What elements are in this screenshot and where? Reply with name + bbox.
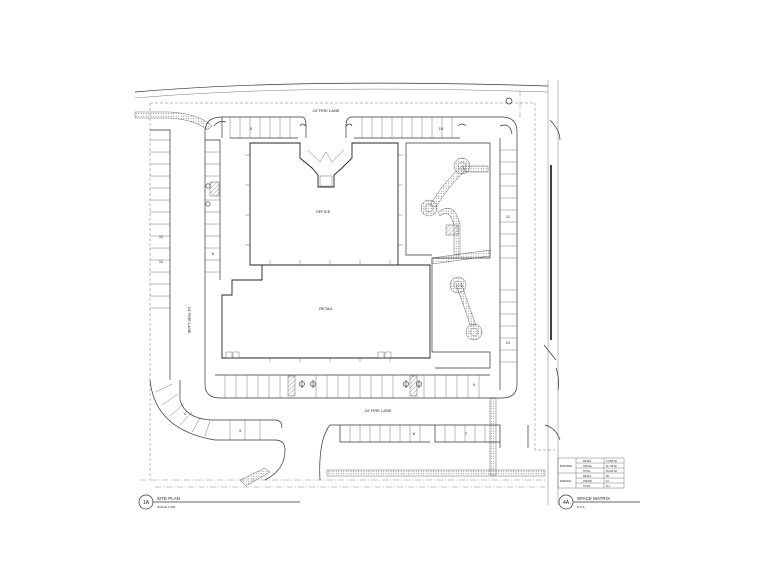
matrix-row-name: RETAIL xyxy=(583,475,592,478)
stalls-top xyxy=(229,117,453,138)
stall-count-right-lower: 10 xyxy=(506,340,511,345)
stall-count-left-upper: 6 xyxy=(212,251,215,256)
fire-lane-label-bottom: 24' FIRE LANE xyxy=(365,408,392,413)
matrix-row-value: 13,456 SF xyxy=(606,460,618,463)
stall-count-left-lot-b: 11 xyxy=(159,259,164,264)
matrix-row-name: OFFICE xyxy=(583,480,592,483)
stall-count-bottom-c: 7 xyxy=(465,431,468,436)
stall-count-bottom-b: 6 xyxy=(413,431,416,436)
space-matrix-number: 4A xyxy=(563,500,570,506)
stalls-left xyxy=(150,129,221,380)
site-plan-scale: SCALE 1:200 xyxy=(157,505,176,509)
fire-lane-label-left: 24' FIRE LANE xyxy=(187,307,192,334)
stalls-bottom xyxy=(155,374,490,442)
site-plan-number: 1A xyxy=(143,500,150,506)
accessible-parking-icon xyxy=(205,183,422,388)
stall-count-curve-left: 4 xyxy=(184,411,187,416)
courtyard-plaza xyxy=(405,142,491,369)
site-plan-title: SITE PLAN xyxy=(157,496,180,501)
parking-lot-outline xyxy=(149,116,529,481)
matrix-row-name: TOTAL xyxy=(583,470,591,473)
stall-count-left-lot-a: 11 xyxy=(159,234,164,239)
matrix-row-value: 68 xyxy=(606,475,609,478)
matrix-building-label: BUILDING xyxy=(560,464,572,468)
matrix-row-value: 25,234 SF xyxy=(606,470,618,473)
retail-building xyxy=(221,260,431,362)
space-matrix-scale: N.T.S. xyxy=(577,505,585,509)
retail-label: RETAIL xyxy=(319,306,333,311)
stalls-right xyxy=(499,138,517,390)
office-building xyxy=(245,142,403,266)
left-walkway xyxy=(134,111,213,131)
matrix-row-name: OFFICE xyxy=(583,465,592,468)
site-plan-title-block: 1A SITE PLAN SCALE 1:200 xyxy=(138,494,300,510)
office-label: OFFICE xyxy=(316,209,331,214)
matrix-row-value: 112 xyxy=(606,485,610,488)
stall-count-top-left: 5 xyxy=(250,126,253,131)
stall-count-bottom-a: 3 xyxy=(239,428,242,433)
stall-count-right-upper: 11 xyxy=(506,214,511,219)
stall-count-top-right: 15 xyxy=(439,126,444,131)
matrix-parking-label: PARKING xyxy=(560,479,571,483)
space-matrix-table: BUILDING PARKING RETAIL 13,456 SF OFFICE… xyxy=(557,457,625,489)
stall-count-bottom-right: 9 xyxy=(473,382,476,387)
front-walkways xyxy=(239,397,546,487)
matrix-row-name: RETAIL xyxy=(583,460,592,463)
street-curve xyxy=(134,82,549,105)
fire-lane-label-top: 24' FIRE LANE xyxy=(313,108,340,113)
matrix-row-name: TOTAL xyxy=(583,485,591,488)
property-line xyxy=(140,80,559,505)
east-road xyxy=(519,90,561,441)
matrix-row-value: 44 xyxy=(606,480,609,483)
space-matrix-title: SPACE MATRIX xyxy=(577,496,610,501)
matrix-row-value: 11,778 SF xyxy=(606,465,617,468)
space-matrix-title-block: 4A SPACE MATRIX N.T.S. xyxy=(558,494,640,510)
